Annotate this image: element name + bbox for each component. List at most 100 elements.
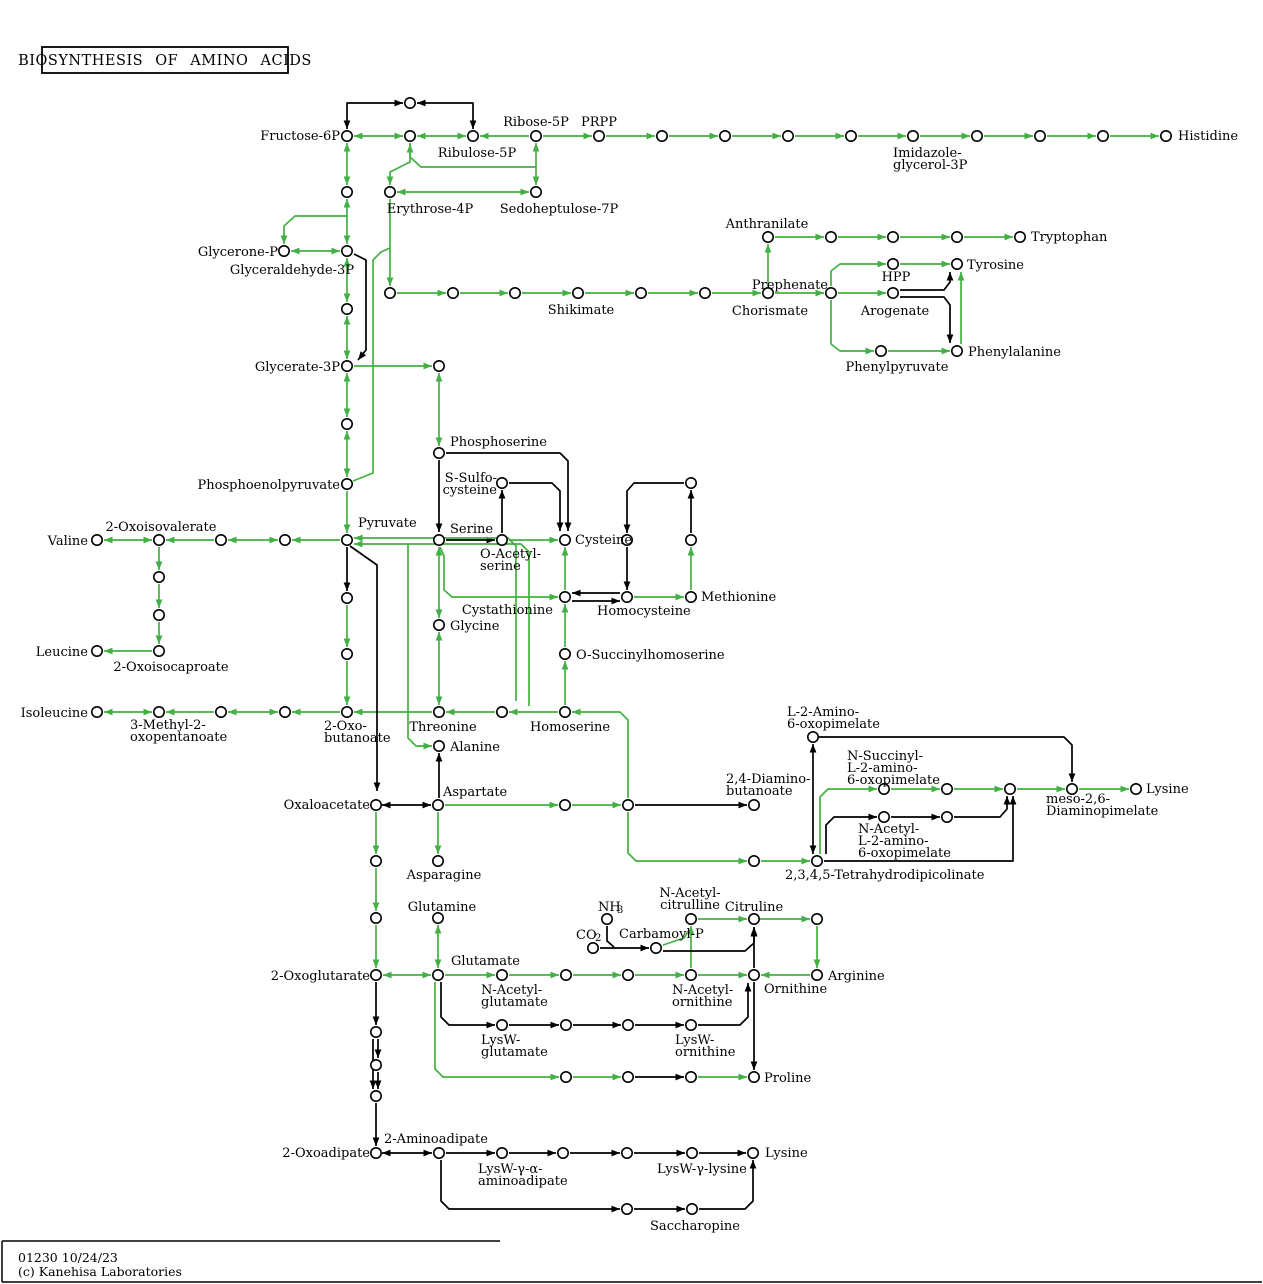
compound-node[interactable] [886, 231, 899, 244]
compound-node[interactable] [529, 186, 542, 199]
compound-node[interactable] [369, 854, 382, 867]
compound-node[interactable] [559, 968, 572, 981]
compound-node[interactable] [950, 344, 963, 357]
compound-node[interactable] [824, 231, 837, 244]
compound-node[interactable] [432, 533, 445, 546]
compound-node[interactable] [340, 477, 353, 490]
compound-node[interactable] [940, 810, 953, 823]
compound-node[interactable] [431, 968, 444, 981]
compound-node[interactable] [153, 644, 166, 657]
compound-node[interactable] [215, 533, 228, 546]
compound-node[interactable] [432, 359, 445, 372]
compound-node[interactable] [215, 705, 228, 718]
compound-node[interactable] [940, 782, 953, 795]
compound-node[interactable] [558, 798, 571, 811]
compound-node[interactable] [369, 911, 382, 924]
compound-node[interactable] [340, 533, 353, 546]
compound-node[interactable] [684, 590, 697, 603]
compound-node[interactable] [684, 1071, 697, 1084]
compound-node[interactable] [91, 644, 104, 657]
compound-node[interactable] [432, 739, 445, 752]
compound-node[interactable] [558, 590, 571, 603]
compound-node[interactable] [877, 782, 890, 795]
compound-node[interactable] [620, 533, 633, 546]
compound-node[interactable] [1160, 130, 1173, 143]
compound-node[interactable] [556, 1147, 569, 1160]
compound-node[interactable] [559, 1018, 572, 1031]
compound-node[interactable] [621, 798, 634, 811]
compound-node[interactable] [747, 854, 760, 867]
compound-node[interactable] [761, 286, 774, 299]
compound-node[interactable] [340, 186, 353, 199]
compound-node[interactable] [383, 286, 396, 299]
compound-node[interactable] [649, 941, 662, 954]
compound-node[interactable] [369, 968, 382, 981]
compound-node[interactable] [685, 1147, 698, 1160]
compound-node[interactable] [432, 446, 445, 459]
compound-node[interactable] [446, 286, 459, 299]
compound-node[interactable] [886, 257, 899, 270]
compound-node[interactable] [369, 1026, 382, 1039]
compound-node[interactable] [844, 130, 857, 143]
compound-node[interactable] [432, 618, 445, 631]
compound-node[interactable] [621, 968, 634, 981]
compound-node[interactable] [495, 476, 508, 489]
compound-node[interactable] [559, 1071, 572, 1084]
compound-node[interactable] [950, 231, 963, 244]
compound-node[interactable] [571, 286, 584, 299]
compound-node[interactable] [746, 1147, 759, 1160]
compound-node[interactable] [153, 705, 166, 718]
compound-node[interactable] [1013, 231, 1026, 244]
compound-node[interactable] [685, 1203, 698, 1216]
compound-node[interactable] [600, 912, 613, 925]
compound-node[interactable] [906, 130, 919, 143]
compound-node[interactable] [278, 533, 291, 546]
compound-node[interactable] [340, 245, 353, 258]
compound-node[interactable] [431, 798, 444, 811]
compound-node[interactable] [369, 1059, 382, 1072]
compound-node[interactable] [369, 1147, 382, 1160]
compound-node[interactable] [1130, 782, 1143, 795]
compound-node[interactable] [340, 302, 353, 315]
compound-node[interactable] [806, 730, 819, 743]
compound-node[interactable] [781, 130, 794, 143]
compound-node[interactable] [684, 533, 697, 546]
compound-node[interactable] [340, 417, 353, 430]
compound-node[interactable] [684, 968, 697, 981]
compound-node[interactable] [684, 1018, 697, 1031]
compound-node[interactable] [621, 1071, 634, 1084]
compound-node[interactable] [810, 912, 823, 925]
compound-node[interactable] [761, 231, 774, 244]
compound-node[interactable] [634, 286, 647, 299]
compound-node[interactable] [718, 130, 731, 143]
compound-node[interactable] [495, 705, 508, 718]
compound-node[interactable] [91, 705, 104, 718]
compound-node[interactable] [1034, 130, 1047, 143]
compound-node[interactable] [950, 257, 963, 270]
compound-node[interactable] [431, 854, 444, 867]
compound-node[interactable] [432, 705, 445, 718]
compound-node[interactable] [824, 286, 837, 299]
compound-node[interactable] [508, 286, 521, 299]
compound-node[interactable] [495, 1147, 508, 1160]
compound-node[interactable] [466, 130, 479, 143]
compound-node[interactable] [340, 591, 353, 604]
compound-node[interactable] [432, 1147, 445, 1160]
compound-node[interactable] [277, 245, 290, 258]
compound-node[interactable] [684, 912, 697, 925]
compound-node[interactable] [621, 1018, 634, 1031]
compound-node[interactable] [153, 608, 166, 621]
compound-node[interactable] [747, 912, 760, 925]
compound-node[interactable] [278, 705, 291, 718]
compound-node[interactable] [495, 1018, 508, 1031]
compound-node[interactable] [529, 130, 542, 143]
compound-node[interactable] [874, 344, 887, 357]
compound-node[interactable] [153, 570, 166, 583]
compound-node[interactable] [558, 705, 571, 718]
compound-node[interactable] [558, 533, 571, 546]
compound-node[interactable] [810, 854, 823, 867]
compound-node[interactable] [340, 647, 353, 660]
compound-node[interactable] [403, 130, 416, 143]
compound-node[interactable] [747, 798, 760, 811]
compound-node[interactable] [620, 1203, 633, 1216]
